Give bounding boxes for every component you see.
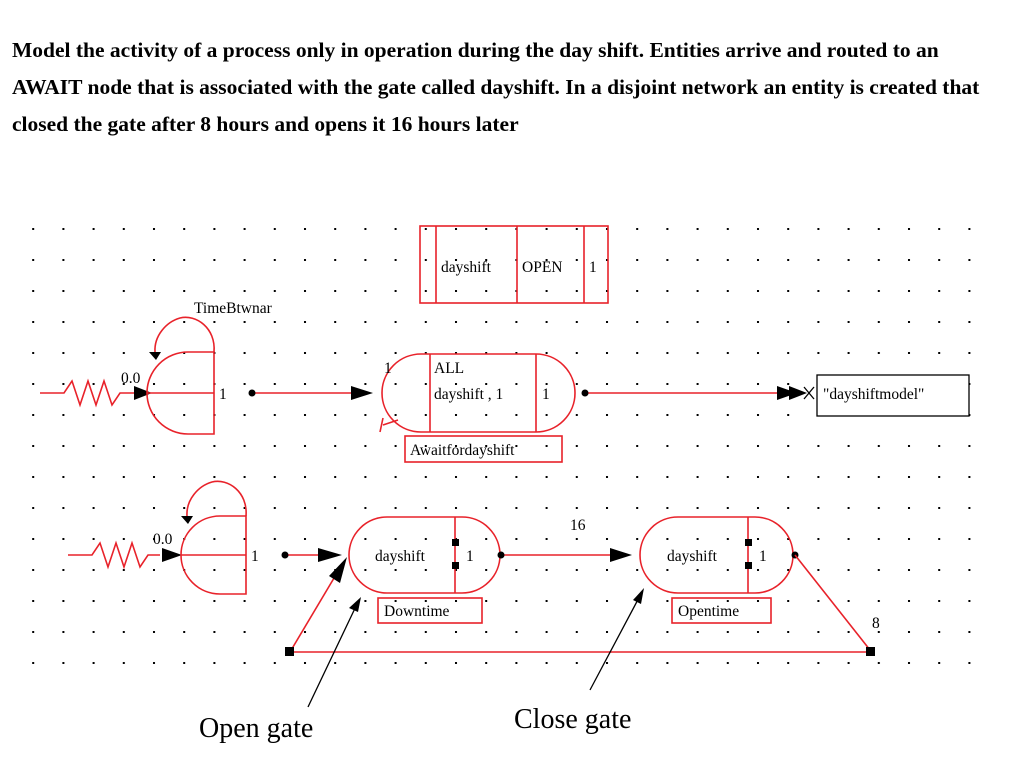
arrival-arrowhead-2 xyxy=(162,548,182,562)
close-gate-callout: Close gate xyxy=(514,704,631,735)
opentime-node[interactable]: dayshift 1 Opentime xyxy=(639,516,794,624)
create-2-time: 0.0 xyxy=(153,531,173,548)
await-gate: dayshift , 1 xyxy=(434,386,503,403)
arrowhead-opentime xyxy=(610,548,632,562)
await-count: 1 xyxy=(542,386,550,403)
dot-grid xyxy=(30,220,990,670)
create-1-label: TimeBtwnar xyxy=(194,300,273,317)
arrival-arrowhead-1 xyxy=(134,386,152,400)
gate-node[interactable]: dayshift OPEN 1 xyxy=(419,225,609,304)
await-rule: ALL xyxy=(434,360,464,377)
await-label: Awaitfordayshift xyxy=(410,442,515,459)
connector-dot xyxy=(497,551,505,559)
activity-duration-8: 8 xyxy=(872,615,880,632)
create-node-2[interactable]: 0.0 1 xyxy=(68,480,259,595)
callout-arrowhead-close xyxy=(633,588,644,604)
self-loop-1 xyxy=(154,316,215,353)
arrowhead-await xyxy=(351,386,373,400)
downtime-count: 1 xyxy=(466,548,474,565)
await-node[interactable]: 1 ALL dayshift , 1 1 Awaitfordayshift xyxy=(379,353,576,463)
connector-dot xyxy=(281,551,289,559)
terminate-node[interactable]: "dayshiftmodel" xyxy=(816,374,970,417)
self-loop-arrowhead-1 xyxy=(149,352,161,360)
callout-arrowhead-open xyxy=(349,597,361,612)
downtime-label: Downtime xyxy=(384,603,450,620)
terminate-label: "dayshiftmodel" xyxy=(823,386,924,403)
junction-square xyxy=(285,647,294,656)
arrowhead-downtime xyxy=(318,548,342,562)
create-1-time: 0.0 xyxy=(121,370,141,387)
open-gate-callout: Open gate xyxy=(199,713,313,744)
description-text: Model the activity of a process only in … xyxy=(12,38,980,136)
connector-dot xyxy=(581,389,589,397)
arrival-zigzag-1 xyxy=(40,378,134,408)
create-node-1[interactable]: TimeBtwnar 0.0 1 xyxy=(40,300,273,435)
arrival-zigzag-2 xyxy=(68,540,160,570)
gate-state: OPEN xyxy=(522,259,562,276)
opentime-count: 1 xyxy=(759,548,767,565)
arrowhead-return xyxy=(329,557,347,583)
opentime-gate: dayshift xyxy=(667,548,718,565)
self-loop-2 xyxy=(186,480,247,517)
gate-name: dayshift xyxy=(441,259,492,276)
activity-duration-16: 16 xyxy=(570,517,586,534)
downtime-gate: dayshift xyxy=(375,548,426,565)
arrowhead-terminate xyxy=(777,386,797,400)
gate-count: 1 xyxy=(589,259,597,276)
connector-dot xyxy=(248,389,256,397)
create-2-max: 1 xyxy=(251,548,259,565)
junction-square xyxy=(866,647,875,656)
downtime-node[interactable]: dayshift 1 Downtime xyxy=(348,516,501,624)
self-loop-arrowhead-2 xyxy=(181,516,193,524)
arrowhead-terminate-2 xyxy=(789,386,807,400)
await-capacity: 1 xyxy=(384,360,392,377)
create-1-max: 1 xyxy=(219,386,227,403)
opentime-label: Opentime xyxy=(678,603,739,620)
